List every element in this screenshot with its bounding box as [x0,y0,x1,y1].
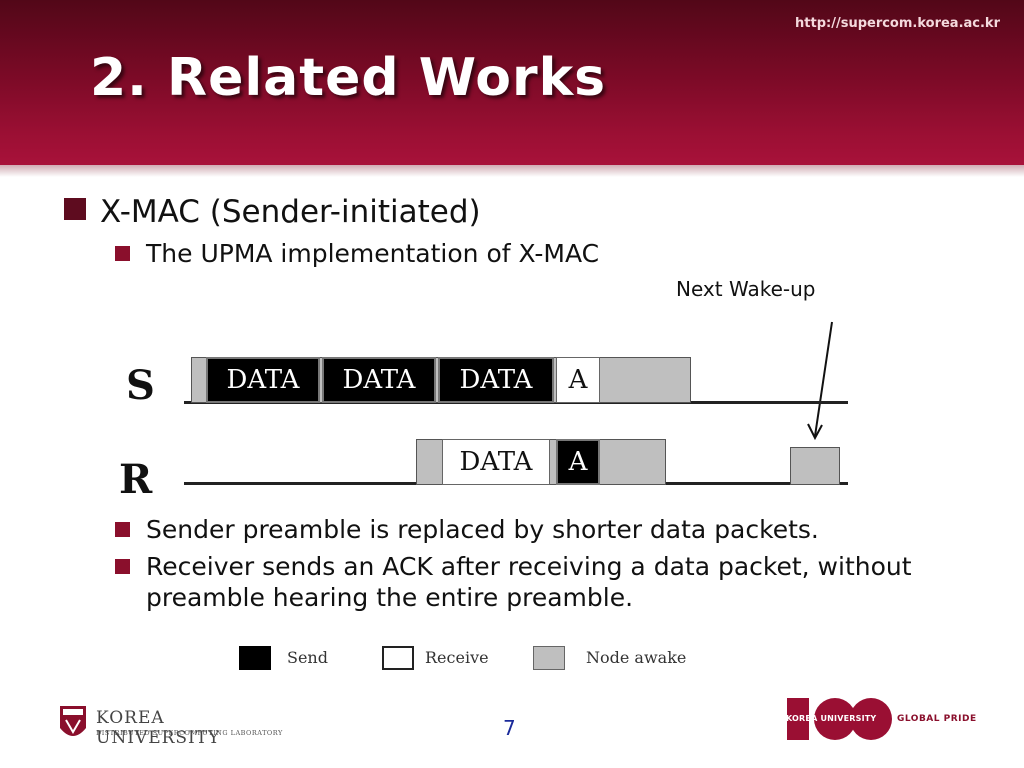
bullet-upma: The UPMA implementation of X-MAC [115,238,600,269]
bullet-upma-text: The UPMA implementation of X-MAC [146,239,600,268]
sender-ack-received: A [556,357,600,403]
sender-data-block: DATA [206,357,320,403]
centennial-right-text: GLOBAL PRIDE [897,714,977,724]
centennial-logo: KOREA UNIVERSITY GLOBAL PRIDE [785,696,985,742]
lab-name: DISTRIBUTED SUPERCOMPUTING LABORATORY [96,729,283,737]
bullet-xmac: X-MAC (Sender-initiated) [64,194,481,230]
centennial-100-icon [787,698,892,740]
receiver-data-received: DATA [442,439,550,485]
sender-label: S [126,362,155,409]
lab-url[interactable]: http://supercom.korea.ac.kr [795,16,1000,31]
university-crest-icon [60,706,86,736]
bullet-sender-preamble-text: Sender preamble is replaced by shorter d… [146,515,819,544]
legend-receive-swatch [382,646,414,670]
bullet-square-icon [115,559,130,574]
slide-header [0,0,1024,165]
header-shadow [0,165,1024,177]
korea-university-logo: KOREA UNIVERSITY DISTRIBUTED SUPERCOMPUT… [58,704,290,748]
sender-data-block: DATA [438,357,554,403]
centennial-left-text: KOREA UNIVERSITY [786,714,877,723]
legend-send-swatch [239,646,271,670]
sender-data-block: DATA [322,357,436,403]
next-wakeup-arrow [807,321,833,441]
receiver-ack-sent: A [556,439,600,485]
bullet-receiver-ack: Receiver sends an ACK after receiving a … [115,551,912,613]
slide-title: 2. Related Works [90,48,607,108]
bullet-receiver-ack-line1: Receiver sends an ACK after receiving a … [146,552,912,581]
bullet-square-icon [64,198,86,220]
bullet-square-icon [115,246,130,261]
bullet-sender-preamble: Sender preamble is replaced by shorter d… [115,514,819,545]
next-wakeup-label: Next Wake-up [676,277,816,301]
university-name: KOREA UNIVERSITY [96,708,221,748]
receiver-next-wakeup [790,447,840,485]
bullet-square-icon [115,522,130,537]
legend-awake-swatch [533,646,565,670]
legend-awake-label: Node awake [586,648,687,667]
receiver-label: R [119,456,153,503]
legend-send-label: Send [287,648,328,667]
page-number: 7 [503,716,516,740]
bullet-xmac-text: X-MAC (Sender-initiated) [100,194,481,230]
legend-receive-label: Receive [425,648,489,667]
bullet-receiver-ack-line2: preamble hearing the entire preamble. [146,583,634,612]
